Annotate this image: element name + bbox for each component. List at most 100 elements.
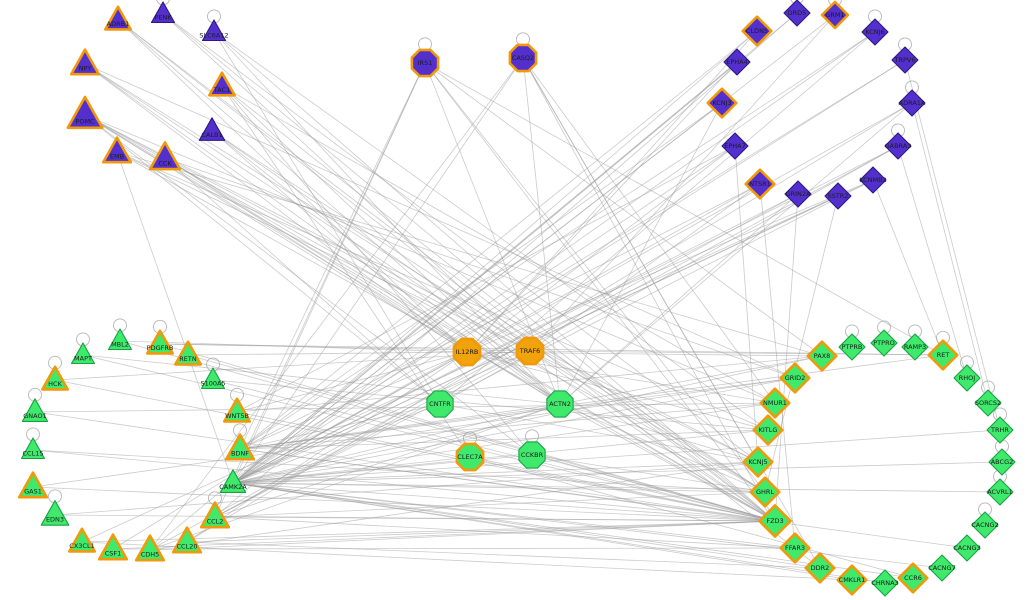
node-GABRA3[interactable]: GABRA3 (884, 132, 912, 160)
node-ACVRL1[interactable]: ACVRL1 (986, 478, 1014, 506)
edge-POMC-CCKBR (84, 114, 533, 456)
node-KCNMB2[interactable]: KCNMB2 (859, 166, 887, 194)
node-ABCG2[interactable]: ABCG2 (988, 448, 1016, 476)
diamond-shape (784, 180, 812, 208)
node-HCK[interactable]: HCK (41, 365, 69, 391)
diamond-shape (752, 414, 784, 446)
node-CHRNA3[interactable]: CHRNA3 (871, 569, 899, 597)
node-CASQ2[interactable]: CASQ2 (508, 43, 538, 73)
node-CACNG7[interactable]: CACNG7 (928, 554, 956, 582)
node-SSTR2[interactable]: SSTR2 (824, 182, 852, 210)
node-ADRB1[interactable]: ADRB1 (104, 5, 132, 31)
edge-KCNJ3-CAMK2A (232, 102, 723, 484)
node-IRS1[interactable]: IRS1 (410, 48, 440, 78)
node-CALB1[interactable]: CALB1 (198, 117, 226, 141)
node-PENK[interactable]: PENK (150, 1, 176, 24)
triangle-shape (224, 433, 256, 461)
node-GRM1[interactable]: GRM1 (820, 0, 850, 30)
triangle-shape (66, 95, 104, 130)
node-KCNJ3[interactable]: KCNJ3 (706, 87, 738, 119)
node-GHRL[interactable]: GHRL (749, 476, 781, 508)
edge-SSTR2-CX3CL1 (81, 195, 839, 543)
node-EDN3[interactable]: EDN3 (40, 500, 70, 526)
octagon-shape (410, 48, 440, 78)
node-GRIN2A[interactable]: GRIN2A (784, 180, 812, 208)
diamond-shape (749, 476, 781, 508)
node-KCNJ6[interactable]: KCNJ6 (861, 18, 889, 46)
node-CLEC7A[interactable]: CLEC7A (455, 442, 485, 472)
edge-KCNMB2-IL12RB (466, 179, 874, 353)
node-CX3CL1[interactable]: CX3CL1 (68, 527, 96, 553)
node-CCL2[interactable]: CCL2 (199, 501, 231, 529)
node-CCL15[interactable]: CCL15 (20, 437, 46, 460)
node-SLC6A12[interactable]: SLC6A12 (199, 19, 229, 42)
diamond-shape (759, 387, 791, 419)
edge-ADRB1-DDR2 (117, 19, 821, 569)
edge-IL12RB-BDNF (239, 351, 468, 450)
edge-ABCG2-CAMK2A (232, 461, 1003, 484)
node-CNTFR[interactable]: CNTFR (426, 390, 454, 418)
node-SORCS2[interactable]: SORCS2 (974, 389, 1002, 417)
node-MAPT[interactable]: MAPT (70, 342, 96, 365)
node-TRAF6[interactable]: TRAF6 (515, 336, 545, 366)
node-DRD5[interactable]: DRD5 (783, 0, 811, 27)
node-PTPRO[interactable]: PTPRO (870, 329, 898, 357)
diamond-shape (861, 18, 889, 46)
node-TRPV6[interactable]: TRPV6 (891, 46, 919, 74)
diamond-shape (927, 339, 959, 371)
node-CCKBR[interactable]: CCKBR (518, 441, 546, 469)
node-GRID2[interactable]: GRID2 (779, 362, 811, 394)
diamond-shape (884, 132, 912, 160)
node-FFAR3[interactable]: FFAR3 (779, 532, 811, 564)
triangle-shape (68, 527, 96, 553)
edge-EMB-CAMK2A (116, 151, 234, 484)
edge-IRS1-GHRL (424, 62, 766, 493)
node-GAS1[interactable]: GAS1 (17, 471, 49, 499)
triangle-shape (104, 5, 132, 31)
triangle-shape (21, 398, 49, 422)
edge-CASQ2-CDH5 (149, 57, 524, 551)
edge-EMB-TRAF6 (116, 151, 531, 352)
node-CACNG3[interactable]: CACNG3 (953, 534, 981, 562)
edge-IRS1-BDNF (239, 62, 426, 450)
edge-HCK-FZD3 (54, 379, 776, 522)
node-CCR6[interactable]: CCR6 (897, 562, 929, 594)
node-CSF1[interactable]: CSF1 (97, 533, 129, 561)
node-MBL2[interactable]: MBL2 (107, 328, 133, 351)
edge-EMB-PAX8 (116, 151, 823, 357)
node-POMC[interactable]: POMC (66, 95, 104, 130)
node-RETN[interactable]: RETN (174, 340, 202, 366)
node-CACNG2[interactable]: CACNG2 (971, 511, 999, 539)
edge-KCNJ6-CNTFR (439, 31, 876, 405)
edge-ADRB1-IL12RB (117, 19, 468, 353)
edge-RETN-IL12RB (187, 351, 468, 356)
edge-IRS1-RET (424, 62, 944, 356)
diamond-shape (898, 89, 926, 117)
node-NPY[interactable]: NPY (69, 48, 101, 76)
edges-layer (32, 12, 1003, 584)
node-TRHR[interactable]: TRHR (986, 416, 1014, 444)
node-RET[interactable]: RET (927, 339, 959, 371)
edge-CLEC7A-FZD3 (469, 456, 776, 522)
edge-GAS1-GRID2 (32, 377, 796, 488)
node-CLDN5[interactable]: CLDN5 (741, 15, 773, 47)
node-ACTN2[interactable]: ACTN2 (546, 390, 574, 418)
edge-ACTN2-BDNF (239, 403, 561, 450)
edge-TRAF6-GHRL (529, 350, 766, 493)
node-IL12RB[interactable]: IL12RB (452, 337, 482, 367)
node-PAX8[interactable]: PAX8 (806, 340, 838, 372)
node-PTPRB[interactable]: PTPRB (838, 333, 866, 361)
edge-TRAF6-KCNJ5 (529, 350, 759, 463)
node-CMKLR1[interactable]: CMKLR1 (836, 564, 868, 596)
diamond-shape (806, 340, 838, 372)
node-GNAO1[interactable]: GNAO1 (21, 398, 49, 422)
node-NMUR1[interactable]: NMUR1 (759, 387, 791, 419)
edge-CCL15-FZD3 (32, 449, 776, 522)
node-WNT5B[interactable]: WNT5B (223, 397, 251, 423)
node-RAMP3[interactable]: RAMP3 (901, 333, 929, 361)
edge-KCNJ3-BDNF (239, 102, 723, 450)
node-RHOJ[interactable]: RHOJ (953, 364, 981, 392)
node-ADRA1A[interactable]: ADRA1A (898, 89, 926, 117)
edge-MBL2-IL12RB (119, 340, 468, 353)
